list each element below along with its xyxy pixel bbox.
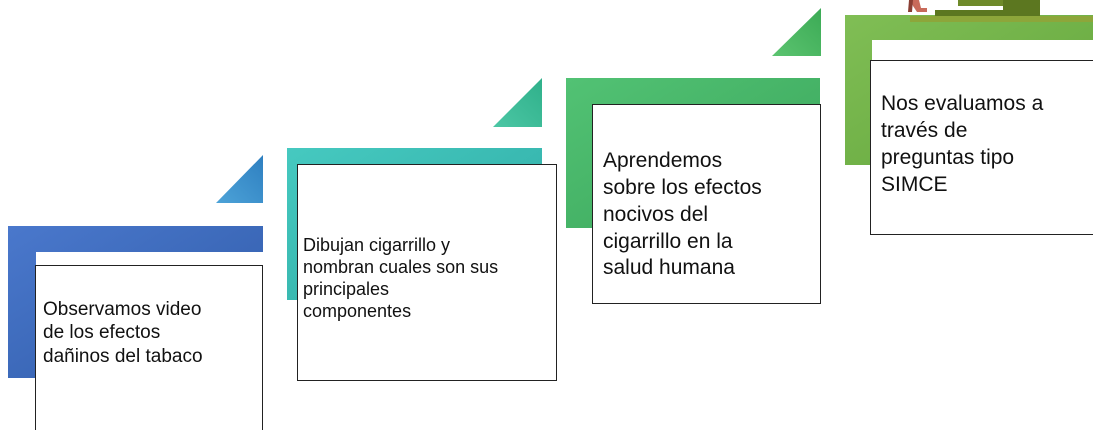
step-4-textbox: Nos evaluamos a través de preguntas tipo… [870, 60, 1093, 235]
step-2-textbox: Dibujan cigarrillo y nombran cuales son … [297, 164, 557, 381]
person-climbing-stairs-icon [908, 0, 927, 12]
step-4-shape [845, 15, 1093, 165]
step-3-shape [566, 78, 820, 228]
step-2-text: Dibujan cigarrillo y nombran cuales son … [303, 234, 499, 321]
step-3-textbox: Aprendemos sobre los efectos nocivos del… [592, 104, 821, 304]
connector-2-shape [493, 78, 542, 127]
step-4-text: Nos evaluamos a través de preguntas tipo… [881, 91, 1044, 196]
top-stairs-graphic [910, 0, 1093, 22]
step-1-text: Observamos video de los efectos dañinos … [43, 299, 203, 367]
connector-3-shape [772, 8, 821, 56]
connector-1-shape [216, 155, 263, 203]
step-1-shape [8, 226, 263, 378]
step-1-textbox: Observamos video de los efectos dañinos … [35, 265, 263, 430]
step-3-text: Aprendemos sobre los efectos nocivos del… [603, 148, 762, 280]
